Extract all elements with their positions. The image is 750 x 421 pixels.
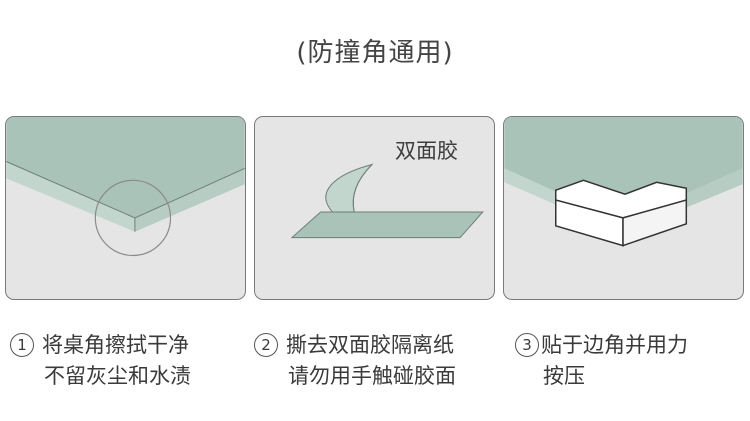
step-1-line-2: 不留灰尘和水渍 bbox=[44, 364, 191, 388]
step-2-number: 2 bbox=[254, 333, 278, 357]
step-1-caption: 1 将桌角擦拭干净 不留灰尘和水渍 bbox=[10, 330, 191, 392]
corner-guard-graphic bbox=[504, 117, 743, 247]
step-3-number: 3 bbox=[515, 333, 539, 357]
step-1-number: 1 bbox=[10, 333, 34, 357]
step-3-line-1: 贴于边角并用力 bbox=[541, 333, 688, 357]
corner-highlight-circle bbox=[94, 179, 172, 257]
step-1-line-1: 将桌角擦拭干净 bbox=[42, 333, 189, 357]
step-3-illustration bbox=[503, 116, 744, 300]
step-3-line-2: 按压 bbox=[543, 364, 585, 388]
table-top bbox=[6, 117, 245, 218]
step-2-line-1: 撕去双面胶隔离纸 bbox=[286, 333, 454, 357]
double-sided-tape-label: 双面胶 bbox=[395, 139, 458, 163]
table-edge-left bbox=[6, 161, 135, 232]
step-2-caption: 2 撕去双面胶隔离纸 请勿用手触碰胶面 bbox=[254, 330, 456, 392]
step-2-illustration: 双面胶 bbox=[254, 116, 495, 300]
table-edge-right bbox=[134, 168, 245, 232]
page-title: (防撞角通用) bbox=[296, 38, 454, 68]
step-1-illustration bbox=[5, 116, 246, 300]
table-corner-graphic bbox=[6, 117, 245, 257]
double-sided-tape-graphic bbox=[290, 163, 484, 239]
step-2-line-2: 请勿用手触碰胶面 bbox=[288, 364, 456, 388]
corner-guard bbox=[555, 179, 688, 247]
tape-strip bbox=[290, 211, 484, 239]
table-top bbox=[504, 117, 743, 222]
